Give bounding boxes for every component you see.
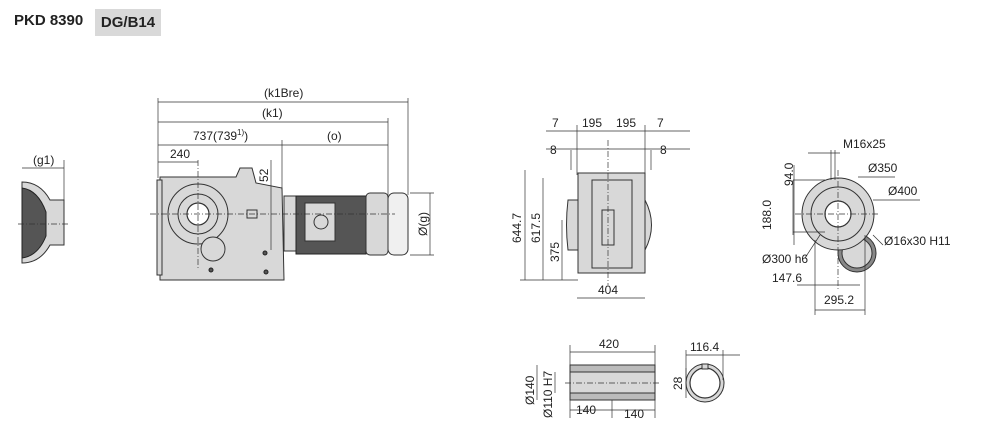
dim-d300: Ø300 h6 xyxy=(762,252,808,266)
dim-d350: Ø350 xyxy=(868,161,898,175)
dim-195-right: 195 xyxy=(616,116,636,130)
dim-644-7: 644.7 xyxy=(510,213,524,243)
dim-d16x30: Ø16x30 H11 xyxy=(884,234,951,248)
dim-g1: (g1) xyxy=(33,153,54,167)
dim-737: 737(7391)) xyxy=(193,128,248,143)
dim-116-4: 116.4 xyxy=(690,340,719,354)
dim-d400: Ø400 xyxy=(888,184,918,198)
dim-375: 375 xyxy=(548,242,562,262)
dim-m16x25: M16x25 xyxy=(843,137,886,151)
dim-d140: Ø140 xyxy=(523,375,537,405)
shaft-view: 420 Ø140 Ø110 H7 140 140 116.4 28 xyxy=(523,337,740,421)
dim-28: 28 xyxy=(671,376,685,390)
dim-188: 188.0 xyxy=(760,200,774,230)
dim-k1bre: (k1Bre) xyxy=(264,86,303,100)
dim-147-6: 147.6 xyxy=(772,271,802,285)
dim-k1: (k1) xyxy=(262,106,283,120)
dim-404: 404 xyxy=(598,283,618,297)
dim-52: 52 xyxy=(257,168,271,182)
dim-240: 240 xyxy=(170,147,190,161)
dim-617-5: 617.5 xyxy=(529,213,543,243)
dim-140-left: 140 xyxy=(576,403,596,417)
dim-g: Ø(g) xyxy=(416,212,430,236)
dim-140-right: 140 xyxy=(624,407,644,421)
dim-8-left: 8 xyxy=(550,143,557,157)
model-title: PKD 8390 xyxy=(14,12,84,29)
side-view: (g1) xyxy=(18,153,68,264)
front-view: (k1Bre) (k1) 737(7391)) (o) 240 52 Ø(g) xyxy=(150,86,434,281)
dim-7-left: 7 xyxy=(552,116,559,130)
flange-view: M16x25 Ø350 Ø400 94.0 188.0 Ø16x30 H11 Ø… xyxy=(760,137,951,315)
dim-195-left: 195 xyxy=(582,116,602,130)
dim-94: 94.0 xyxy=(782,162,796,186)
dim-295-2: 295.2 xyxy=(824,293,854,307)
end-view: 7 195 195 7 8 8 644.7 617.5 375 404 xyxy=(510,116,690,299)
dim-420: 420 xyxy=(599,337,619,351)
dim-7-right: 7 xyxy=(657,116,664,130)
dim-8-right: 8 xyxy=(660,143,667,157)
variant-badge: DG/B14 xyxy=(95,9,161,36)
dim-o: (o) xyxy=(327,129,342,143)
dim-d110: Ø110 H7 xyxy=(541,371,555,418)
